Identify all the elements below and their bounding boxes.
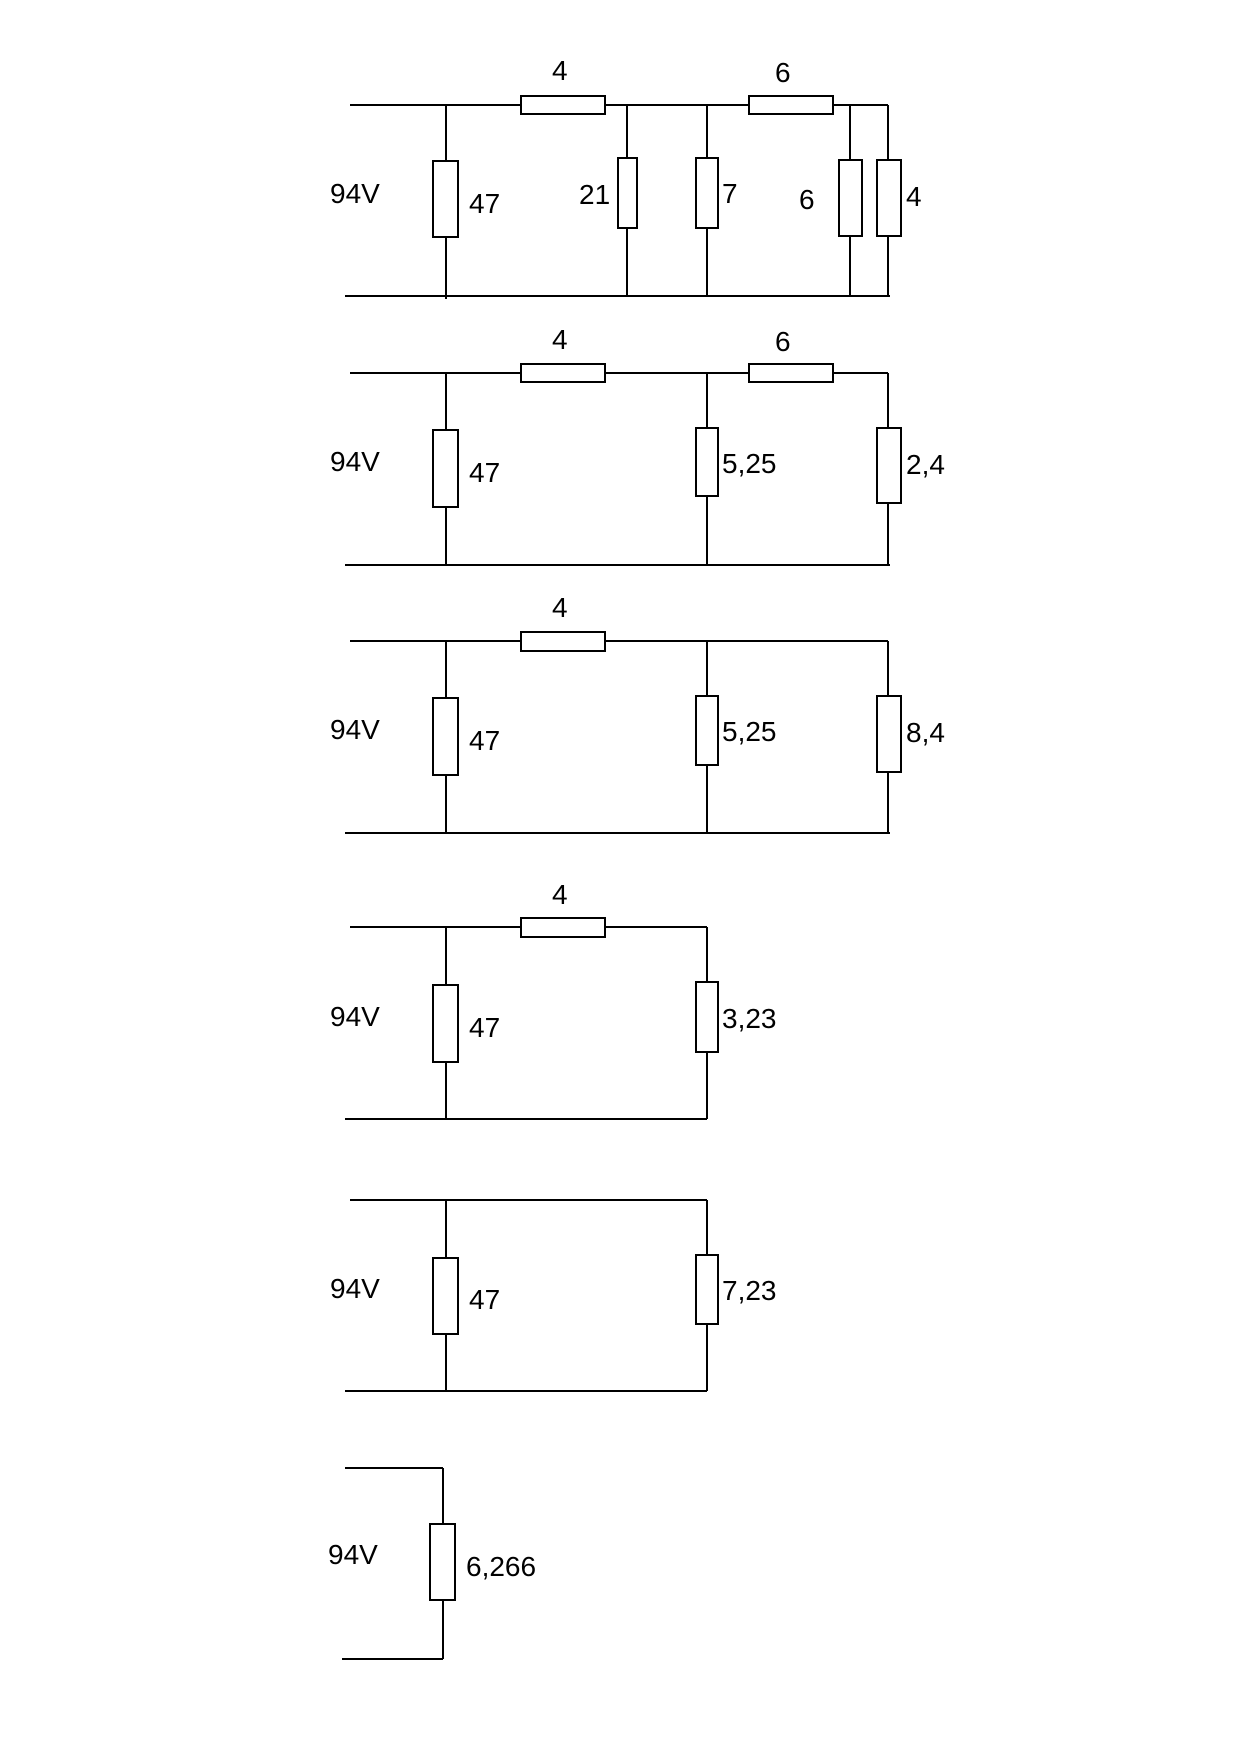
resistor-label-5-25: 5,25 [722, 716, 777, 747]
circuit-diagram-4: 94V 47 4 3,23 [330, 879, 777, 1120]
resistor-label-6-266: 6,266 [466, 1551, 536, 1582]
resistor-label-6-series: 6 [775, 57, 791, 88]
resistor-label-6: 6 [775, 326, 791, 357]
resistor-label-4: 4 [552, 879, 568, 910]
resistor-6-266 [429, 1523, 456, 1601]
resistor-47 [432, 697, 459, 776]
resistor-label-6-parallel: 6 [799, 184, 815, 215]
resistor-4-series [520, 631, 606, 652]
resistor-label-7: 7 [722, 178, 738, 209]
resistor-4-series [520, 363, 606, 383]
resistor-47 [432, 429, 459, 508]
resistor-8-4 [876, 695, 902, 773]
resistor-5-25 [695, 427, 719, 497]
source-voltage-label: 94V [328, 1539, 378, 1570]
source-voltage-label: 94V [330, 178, 380, 209]
wires [345, 104, 890, 299]
resistor-6-parallel [838, 159, 863, 237]
resistor-label-4-parallel: 4 [906, 181, 922, 212]
wires [345, 926, 708, 1120]
resistor-21 [617, 157, 638, 229]
wires [345, 1199, 708, 1392]
resistor-label-2-4: 2,4 [906, 449, 945, 480]
source-voltage-label: 94V [330, 1001, 380, 1032]
resistor-label-47: 47 [469, 1284, 500, 1315]
resistor-label-47: 47 [469, 457, 500, 488]
resistor-label-7-23: 7,23 [722, 1275, 777, 1306]
resistor-7 [695, 157, 719, 229]
resistor-6-series [748, 95, 834, 115]
resistor-4-parallel [876, 159, 902, 237]
resistor-label-47: 47 [469, 725, 500, 756]
resistor-4-series [520, 917, 606, 938]
resistor-47 [432, 160, 459, 238]
resistor-label-8-4: 8,4 [906, 717, 945, 748]
resistor-label-3-23: 3,23 [722, 1003, 777, 1034]
resistor-47 [432, 1257, 459, 1335]
resistor-5-25 [695, 695, 719, 766]
resistor-label-47: 47 [469, 188, 500, 219]
resistor-4-series [520, 95, 606, 115]
circuit-diagram-6: 94V 6,266 [328, 1467, 536, 1660]
circuit-diagram-1: 94V 47 4 21 7 6 6 4 [330, 55, 922, 299]
circuit-diagram-5: 94V 47 7,23 [330, 1199, 777, 1392]
resistor-7-23 [695, 1254, 719, 1325]
wires [345, 372, 890, 566]
circuit-diagram-2: 94V 47 4 5,25 6 2,4 [330, 324, 945, 566]
resistor-2-4 [876, 427, 902, 504]
source-voltage-label: 94V [330, 1273, 380, 1304]
resistor-label-4: 4 [552, 592, 568, 623]
resistor-label-21: 21 [579, 179, 610, 210]
source-voltage-label: 94V [330, 446, 380, 477]
wires [345, 640, 890, 834]
resistor-6-series [748, 363, 834, 383]
circuit-diagram-3: 94V 47 4 5,25 8,4 [330, 592, 945, 834]
wires [342, 1467, 444, 1660]
resistor-3-23 [695, 981, 719, 1053]
resistor-label-47: 47 [469, 1012, 500, 1043]
resistor-label-5-25: 5,25 [722, 448, 777, 479]
resistor-label-4: 4 [552, 55, 568, 86]
resistor-47 [432, 984, 459, 1063]
source-voltage-label: 94V [330, 714, 380, 745]
resistor-label-4: 4 [552, 324, 568, 355]
